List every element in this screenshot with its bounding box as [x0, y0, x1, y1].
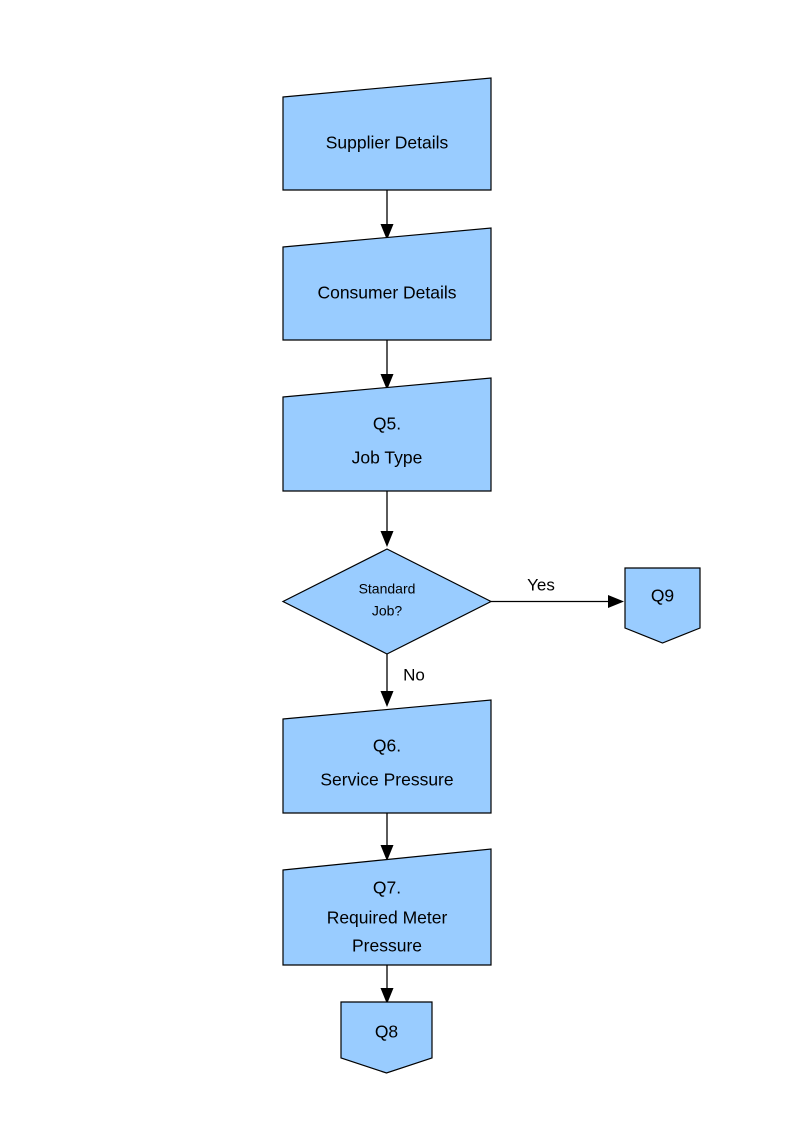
q7-required-meter-pressure-label-line2: Required Meter [327, 908, 448, 928]
edge-q6-to-q7 [380, 813, 394, 861]
q7-required-meter-pressure-label-line1: Q7. [373, 878, 401, 898]
edge-consumer-to-q5 [380, 340, 394, 390]
standard-job-decision-label-line1: Standard [359, 581, 416, 597]
supplier-details-shape[interactable] [282, 77, 492, 191]
edge-label-yes: Yes [527, 575, 555, 594]
edge-q5-to-decision [380, 491, 394, 547]
node-q6-service-pressure[interactable]: Q6. Service Pressure [282, 699, 492, 814]
q8-label: Q8 [375, 1022, 398, 1042]
q9-shape[interactable] [624, 567, 701, 644]
node-q7-required-meter-pressure[interactable]: Q7. Required Meter Pressure [282, 848, 492, 966]
q8-shape[interactable] [340, 1001, 433, 1074]
edge-label-no: No [403, 665, 425, 684]
node-q8[interactable]: Q8 [340, 1001, 433, 1074]
q5-job-type-label-line1: Q5. [373, 414, 401, 434]
q7-required-meter-pressure-label-line3: Pressure [352, 936, 422, 956]
q6-service-pressure-label-line1: Q6. [373, 736, 401, 756]
edge-decision-to-q9-yes [491, 595, 624, 608]
consumer-details-label: Consumer Details [317, 283, 456, 303]
edge-supplier-to-consumer [380, 190, 394, 240]
q5-job-type-label-line2: Job Type [352, 448, 423, 468]
node-supplier-details[interactable]: Supplier Details [282, 77, 492, 191]
node-standard-job-decision[interactable]: Standard Job? [281, 548, 493, 655]
standard-job-decision-label-line2: Job? [372, 603, 403, 619]
supplier-details-label: Supplier Details [326, 133, 449, 153]
q6-service-pressure-shape[interactable] [282, 699, 492, 814]
consumer-details-shape[interactable] [282, 227, 492, 341]
node-q9[interactable]: Q9 [624, 567, 701, 644]
q9-label: Q9 [651, 586, 674, 606]
q5-job-type-shape[interactable] [282, 377, 492, 492]
edge-q7-to-q8 [380, 965, 394, 1004]
q6-service-pressure-label-line2: Service Pressure [320, 770, 453, 790]
node-consumer-details[interactable]: Consumer Details [282, 227, 492, 341]
edge-decision-to-q6-no [380, 654, 394, 707]
node-q5-job-type[interactable]: Q5. Job Type [282, 377, 492, 492]
q7-required-meter-pressure-shape[interactable] [282, 848, 492, 966]
standard-job-decision-shape[interactable] [281, 548, 493, 655]
